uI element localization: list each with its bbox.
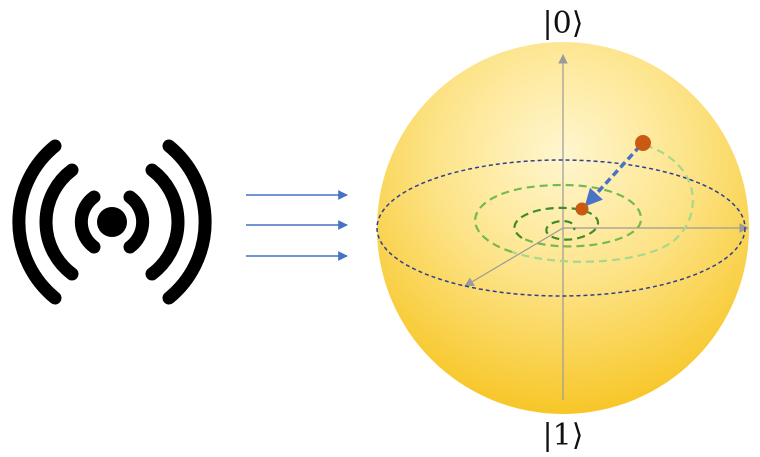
emitter-wave-right-3 bbox=[162, 139, 212, 305]
spiral-mid-arc bbox=[474, 183, 643, 254]
state-vector-arrow bbox=[584, 144, 642, 207]
emitter-wave-right-1 bbox=[123, 190, 150, 254]
emitter-center-dot bbox=[97, 207, 127, 237]
relaxation-spiral bbox=[474, 143, 694, 263]
x-axis bbox=[464, 227, 564, 287]
spiral-outer-arc bbox=[511, 143, 694, 263]
emitter-wave-left-1 bbox=[74, 190, 101, 254]
final-state-point bbox=[575, 202, 589, 216]
emitter-wave-right-2 bbox=[145, 163, 185, 281]
sphere-axes bbox=[464, 54, 749, 400]
emitter-wave-left-3 bbox=[12, 139, 62, 305]
equator-ellipse bbox=[376, 159, 746, 297]
ket-one-label: |1⟩ bbox=[543, 418, 584, 453]
wireless-broadcast-icon bbox=[12, 139, 212, 305]
emitter-wave-left-2 bbox=[39, 163, 79, 281]
spiral-inner-arc bbox=[513, 206, 600, 241]
incoming-arrows bbox=[246, 190, 348, 261]
initial-state-point bbox=[635, 135, 651, 151]
ket-zero-label: |0⟩ bbox=[543, 6, 584, 41]
